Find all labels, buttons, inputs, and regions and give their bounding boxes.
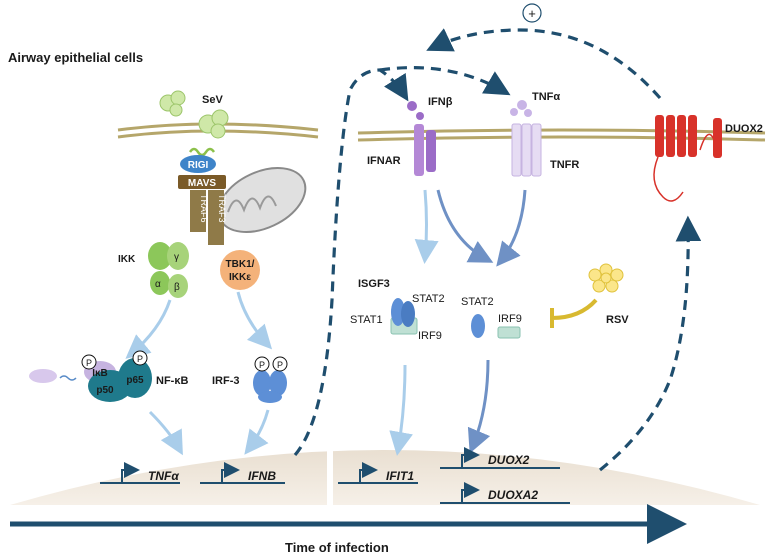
feedback-sign: +	[528, 6, 536, 21]
stat2-label: STAT2	[461, 296, 494, 308]
duox2-loops	[653, 133, 715, 202]
rsv-virus	[588, 263, 624, 293]
arrow-tbk1-irf3	[236, 291, 273, 350]
gene-duox2-promoter	[440, 447, 560, 469]
irf9-isgf3-label: IRF9	[418, 330, 442, 342]
arrow-ifnar-isgf3	[414, 189, 439, 264]
rna-squiggle	[188, 147, 216, 157]
phospho-ikb	[81, 354, 97, 370]
sev-virus	[159, 90, 229, 139]
ikke-label: IKKε	[229, 272, 251, 283]
stat1-label: STAT1	[350, 314, 383, 326]
traf6-node	[190, 190, 206, 232]
duox2-protein-label: DUOX2	[725, 123, 763, 135]
ikk-label: IKK	[118, 254, 136, 265]
p50-label: p50	[96, 385, 114, 396]
ifnar-label: IFNAR	[367, 155, 401, 167]
nfkb-complex	[84, 358, 152, 402]
ikk-beta-label: β	[174, 282, 180, 293]
feedback-plus-circle	[522, 3, 542, 23]
irf3-node	[253, 370, 287, 403]
ikk-alpha-label: α	[155, 279, 161, 290]
tbk1-node	[220, 250, 260, 290]
ikk-complex	[148, 242, 189, 298]
arrow-tnfr-stat2	[496, 189, 527, 267]
right-membrane	[357, 128, 766, 135]
phospho-ikb-label: P	[86, 358, 92, 368]
arrow-ifnar-stat2	[436, 189, 494, 263]
rsv-inhibition	[550, 298, 598, 328]
gene-ifnb: IFNB	[248, 469, 276, 483]
diagram-title: Airway epithelial cells	[8, 50, 143, 65]
rsv-label: RSV	[606, 314, 629, 326]
gene-ifit1-promoter	[338, 462, 418, 484]
dashed-to-tnfa	[379, 66, 511, 96]
dashed-secretion-arrow	[293, 68, 409, 457]
ikk-gamma-label: γ	[174, 252, 179, 263]
gene-duoxa2: DUOXA2	[488, 488, 538, 502]
dashed-feedback-arrow	[426, 28, 662, 100]
phospho-irf3-b-label: P	[277, 360, 283, 370]
isgf3-complex	[390, 298, 418, 335]
arrow-nfkb-tnfa	[148, 410, 183, 456]
phospho-p65	[132, 350, 148, 366]
ifnb-label: IFNβ	[428, 96, 453, 108]
gene-tnfa: TNFα	[148, 469, 179, 483]
rigi-node	[180, 155, 216, 173]
nfkb-label: NF-κB	[156, 375, 188, 387]
tnfr-receptor	[511, 123, 542, 177]
tnfa-ligand	[510, 100, 532, 117]
stat2-isgf3-label: STAT2	[412, 293, 445, 305]
gene-duoxa2-promoter	[440, 482, 570, 504]
nucleus-divider	[327, 420, 333, 508]
degraded-ikb	[29, 369, 57, 383]
irf3-label: IRF-3	[212, 375, 240, 387]
stat2-node	[471, 314, 485, 338]
ikb-label: IκB	[92, 368, 108, 379]
traf6-label: TRAF6	[199, 194, 209, 223]
rigi-label: RIGI	[188, 160, 209, 171]
gene-ifit1: IFIT1	[386, 469, 414, 483]
isgf3-label: ISGF3	[358, 278, 390, 290]
traf3-node	[208, 190, 224, 245]
degradation-squiggle	[59, 375, 77, 381]
dashed-duox2-expression	[599, 215, 702, 472]
gene-tnfa-promoter	[100, 462, 180, 484]
arrow-irf3-ifnb	[244, 409, 270, 455]
tnfa-label: TNFα	[532, 91, 560, 103]
phospho-p65-label: P	[137, 354, 143, 364]
mavs-node	[178, 175, 226, 189]
gene-duox2: DUOX2	[488, 453, 530, 467]
arrow-ikk-nfkb	[125, 299, 172, 359]
nucleus-region	[10, 450, 760, 505]
arrow-stat2-duox2	[467, 359, 491, 454]
sev-label: SeV	[202, 94, 223, 106]
ifnar-receptor	[414, 124, 436, 176]
p65-label: p65	[126, 375, 144, 386]
irf9-node	[497, 326, 521, 339]
tbk1-label: TBK1/	[226, 259, 255, 270]
phospho-irf3-a-label: P	[259, 360, 265, 370]
tnfr-label: TNFR	[550, 159, 579, 171]
phospho-irf3-b	[272, 356, 288, 372]
duox2-protein	[655, 115, 722, 158]
ifnb-ligand	[407, 101, 424, 120]
arrow-isgf3-ifit1	[389, 364, 413, 456]
right-membrane-inner	[357, 135, 766, 142]
traf3-label: TRAF3	[217, 194, 227, 223]
gene-ifnb-promoter	[200, 462, 285, 484]
mavs-label: MAVS	[188, 178, 216, 189]
time-axis-label: Time of infection	[285, 540, 389, 555]
irf9-label: IRF9	[498, 313, 522, 325]
phospho-irf3-a	[254, 356, 270, 372]
